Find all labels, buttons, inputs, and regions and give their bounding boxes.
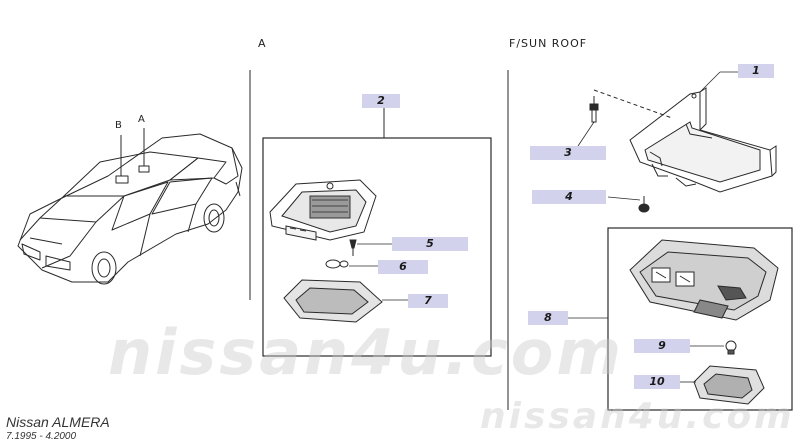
frame-a: [262, 137, 492, 357]
footer-period: 7.1995 - 4.2000: [6, 431, 77, 442]
part-tag-7[interactable]: 7: [408, 294, 448, 308]
bulb-9: [725, 340, 737, 355]
sunroof-header: F/SUN ROOF: [509, 37, 588, 50]
screw-3: [589, 96, 599, 123]
car-rear-wheel: [203, 203, 225, 233]
sunroof-lamp-drawing: [629, 239, 779, 321]
screw-5: [349, 239, 357, 256]
clip-4: [638, 196, 650, 213]
view-a-header: A: [258, 37, 267, 50]
part-tag-8[interactable]: 8: [528, 311, 568, 325]
part-tag-10[interactable]: 10: [634, 375, 680, 389]
bulb-6: [325, 259, 349, 269]
lamp-base-drawing: [269, 179, 377, 241]
frame-8: [607, 227, 793, 411]
marker-a-lamp: [138, 165, 150, 173]
car-body-outline: [17, 133, 243, 283]
car-windshield: [39, 195, 125, 223]
part-tag-9[interactable]: 9: [634, 339, 690, 353]
watermark-large: nissan4u.com: [108, 316, 624, 389]
part-tag-4[interactable]: 4: [532, 190, 606, 204]
part-tag-3[interactable]: 3: [530, 146, 606, 160]
car-label-b: B: [115, 120, 123, 131]
part-tag-6[interactable]: 6: [378, 260, 428, 274]
lens-7: [283, 279, 383, 323]
lens-10: [693, 365, 765, 405]
car-rear-window: [169, 157, 227, 181]
part-tag-1[interactable]: 1: [738, 64, 774, 78]
marker-b-lamp: [115, 175, 129, 184]
car-label-a: A: [138, 114, 146, 125]
watermark-small: nissan4u.com: [480, 396, 795, 437]
part-tag-2[interactable]: 2: [362, 94, 400, 108]
bracket-1-drawing: [629, 87, 777, 193]
car-sketch: [17, 128, 243, 285]
footer-model: Nissan ALMERA: [6, 414, 110, 430]
car-side-window-front: [111, 181, 169, 231]
part-tag-5[interactable]: 5: [392, 237, 468, 251]
car-front-wheel: [91, 251, 117, 285]
